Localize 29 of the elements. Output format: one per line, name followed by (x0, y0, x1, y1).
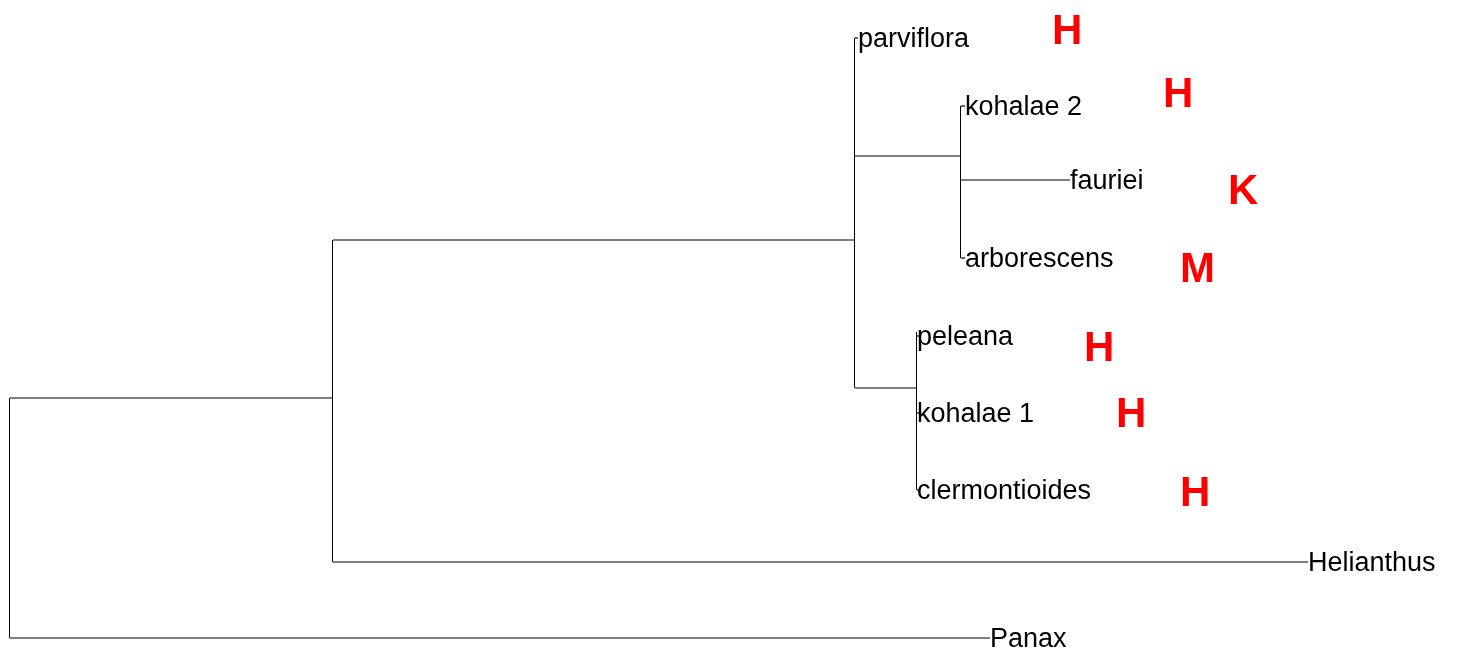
branch-line (916, 412, 921, 414)
branch-line (9, 637, 991, 639)
branch-line (916, 335, 921, 337)
region-code: H (1180, 469, 1211, 515)
taxon-label: kohalae 2 (965, 90, 1083, 122)
branch-line (960, 257, 966, 259)
region-code: K (1228, 167, 1259, 213)
region-code: H (1084, 324, 1115, 370)
region-code: M (1180, 245, 1215, 291)
taxon-label: Panax (990, 622, 1067, 654)
branch-line (916, 489, 921, 491)
branch-line (854, 155, 962, 157)
taxon-label: peleana (917, 320, 1014, 352)
region-code: H (1052, 7, 1083, 53)
taxon-label: arborescens (965, 242, 1114, 274)
taxon-label: Helianthus (1308, 546, 1436, 578)
branch-line (854, 387, 918, 389)
taxon-label: fauriei (1070, 164, 1144, 196)
region-code: H (1116, 390, 1147, 436)
branch-line (332, 561, 1309, 563)
branch-line (960, 105, 966, 107)
branch-line (332, 239, 856, 241)
taxon-label: parviflora (858, 22, 970, 54)
branch-line (9, 397, 334, 399)
taxon-label: kohalae 1 (917, 397, 1035, 429)
branch-line (854, 37, 859, 39)
region-code: H (1163, 70, 1194, 116)
taxon-label: clermontioides (917, 474, 1092, 506)
branch-line (960, 179, 1071, 181)
